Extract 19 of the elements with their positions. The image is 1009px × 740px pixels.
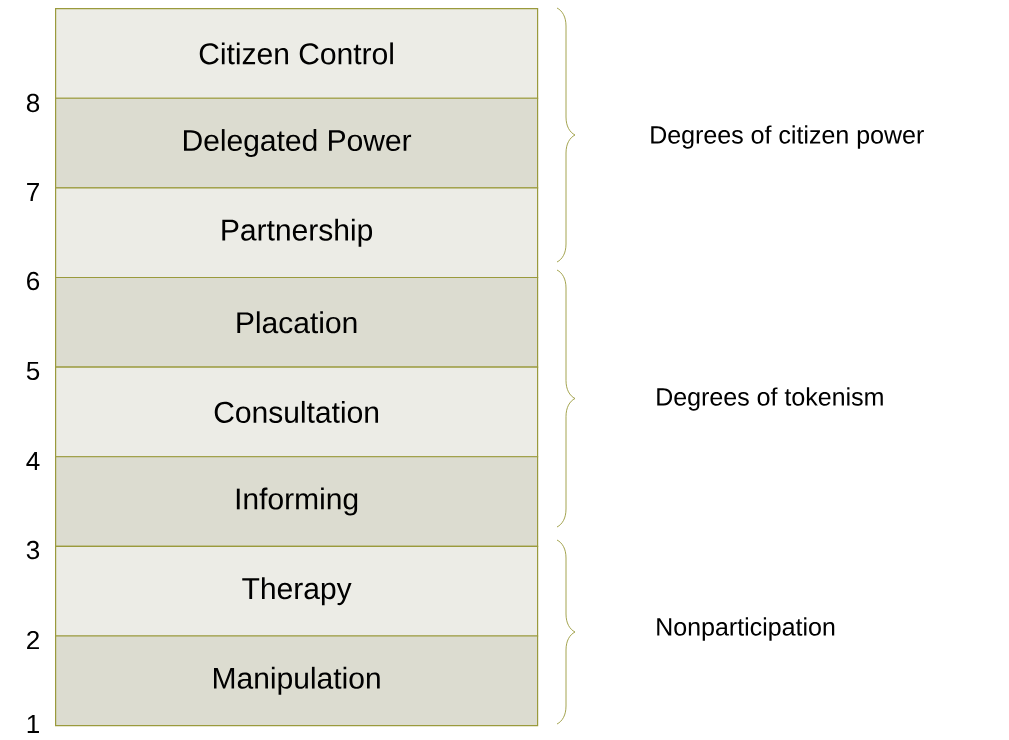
ladder-rung: Placation bbox=[55, 276, 539, 368]
rung-number: 3 bbox=[26, 540, 40, 560]
rung-number: 5 bbox=[26, 361, 40, 381]
ladder-rung: Manipulation bbox=[55, 635, 539, 727]
rung-number: 2 bbox=[27, 630, 39, 650]
ladder-rung: Citizen Control bbox=[55, 8, 539, 99]
rung-number: 7 bbox=[27, 183, 39, 201]
ladder-rung: Informing bbox=[55, 456, 539, 547]
brace-label: Degrees of tokenism bbox=[657, 387, 883, 411]
ladder-rung: Therapy bbox=[55, 545, 539, 637]
brace-label: Nonparticipation bbox=[657, 617, 835, 641]
brace-label: Degrees of citizen power bbox=[651, 125, 924, 149]
rung-number: 1 bbox=[27, 715, 39, 733]
rung-number: 4 bbox=[26, 452, 40, 470]
ladder-rung: Delegated Power bbox=[55, 97, 539, 189]
ladder-rung: Partnership bbox=[55, 187, 539, 279]
ladder-rung: Consultation bbox=[55, 366, 539, 458]
rung-number: 6 bbox=[27, 271, 40, 291]
rung-number: 8 bbox=[26, 93, 40, 113]
